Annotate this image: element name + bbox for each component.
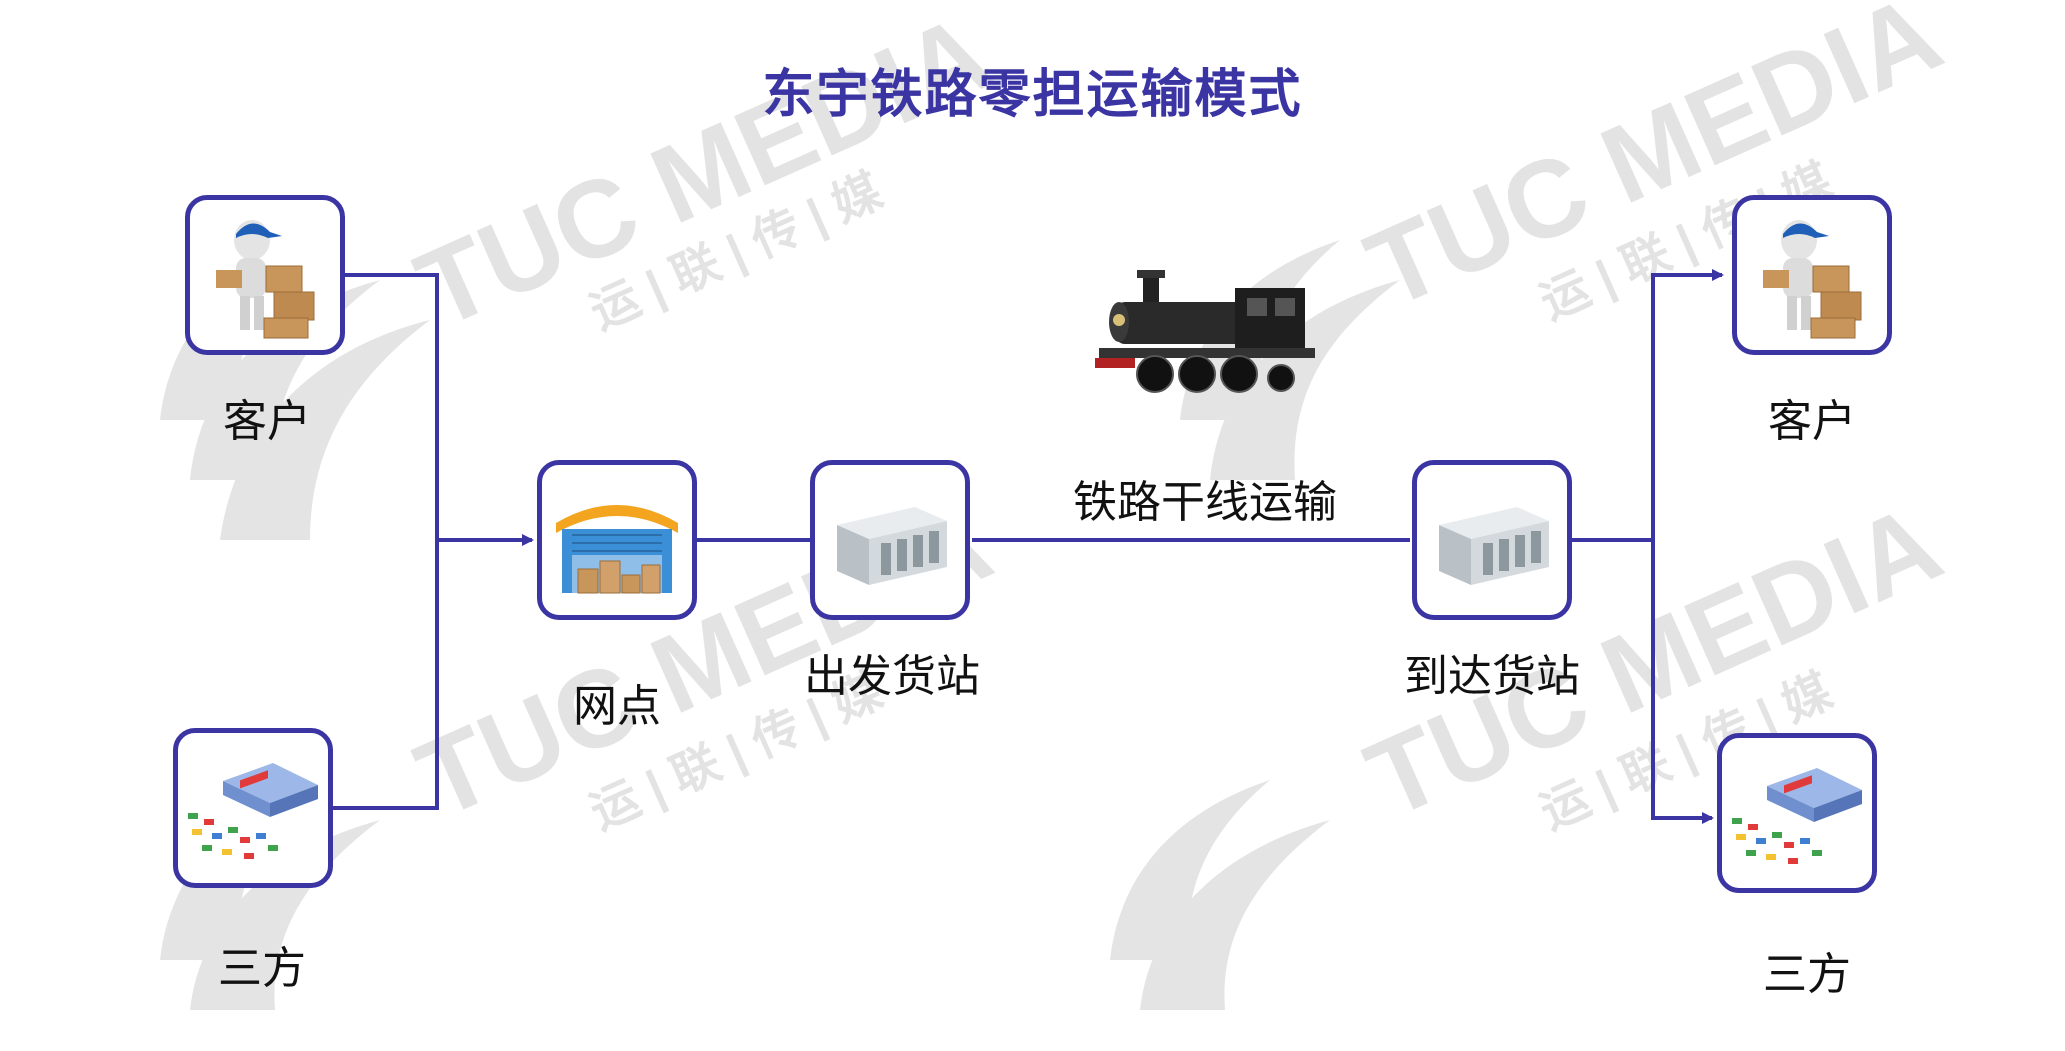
label-third-party-left: 三方 — [218, 943, 306, 994]
server-rack-station-icon — [1439, 507, 1549, 585]
label-rail-trunk: 铁路干线运输 — [1073, 477, 1337, 528]
warehouse-icon — [556, 505, 678, 594]
node-third-party-right — [1717, 733, 1877, 893]
connector-customer-left — [345, 273, 439, 540]
logistics-network-icon — [1732, 768, 1862, 864]
label-customer-right: 客户 — [1768, 396, 1856, 447]
watermark-swoosh-icon — [1110, 780, 1330, 1010]
connector-to-customer-right — [1651, 269, 1724, 540]
logistics-network-icon — [188, 763, 318, 859]
node-customer-left — [185, 195, 345, 355]
watermark-sub: 运 | 联 | 传 | 媒 — [583, 164, 891, 340]
label-arrival-station: 到达货站 — [1404, 651, 1580, 702]
connector-to-third-party-right — [1651, 540, 1714, 824]
label-third-party-right: 三方 — [1763, 949, 1851, 1000]
node-outlet — [537, 460, 697, 620]
server-rack-station-icon — [837, 507, 947, 585]
courier-with-boxes-icon — [216, 220, 315, 339]
label-customer-left: 客户 — [223, 396, 311, 447]
node-departure-station — [810, 460, 970, 620]
node-customer-right — [1732, 195, 1892, 355]
node-third-party-left — [173, 728, 333, 888]
label-outlet: 网点 — [573, 681, 661, 732]
steam-locomotive-icon — [1095, 270, 1315, 393]
connector-third-party-left — [333, 540, 439, 810]
page-title: 东宇铁路零担运输模式 — [762, 65, 1303, 125]
courier-with-boxes-icon — [1763, 220, 1862, 339]
node-arrival-station — [1412, 460, 1572, 620]
label-departure-station: 出发货站 — [804, 651, 980, 702]
